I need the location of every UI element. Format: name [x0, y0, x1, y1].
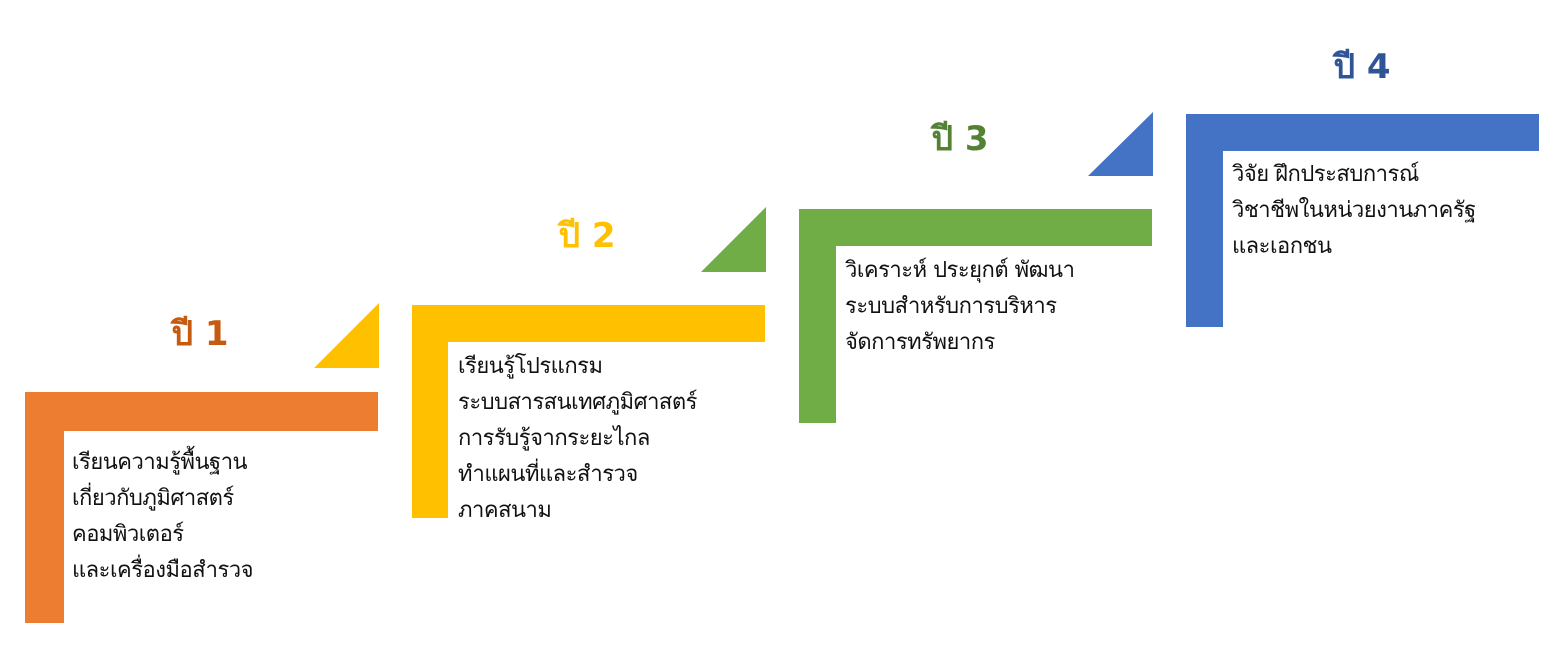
year-4-label: ปี 4 — [1333, 47, 1391, 87]
step-1-line: เรียนความรู้พื้นฐาน — [72, 450, 248, 475]
step-2-arrow-triangle — [701, 207, 766, 272]
step-1-line: เกี่ยวกับภูมิศาสตร์ — [72, 486, 234, 511]
step-3-line: จัดการทรัพยากร — [845, 330, 995, 355]
step-2-description: เรียนรู้โปรแกรม ระบบสารสนเทศภูมิศาสตร์ ก… — [458, 349, 697, 529]
step-1-arrow-triangle — [314, 303, 379, 368]
step-4-line: และเอกชน — [1232, 234, 1332, 259]
year-3-label: ปี 3 — [931, 119, 989, 159]
step-4-top-bar — [1186, 114, 1539, 151]
step-3-top-bar — [799, 209, 1152, 246]
step-4-side-bar — [1186, 114, 1223, 327]
step-1-top-bar — [25, 392, 378, 431]
step-2-side-bar — [412, 305, 448, 518]
step-1-description: เรียนความรู้พื้นฐาน เกี่ยวกับภูมิศาสตร์ … — [72, 445, 254, 589]
step-1-line: คอมพิวเตอร์ — [72, 522, 184, 547]
step-4-line: วิจัย ฝึกประสบการณ์ — [1232, 162, 1419, 187]
step-1-side-bar — [25, 392, 64, 623]
step-2-top-bar — [412, 305, 765, 342]
step-2-line: ทำแผนที่และสำรวจ — [458, 462, 638, 487]
step-4-description: วิจัย ฝึกประสบการณ์ วิชาชีพในหน่วยงานภาค… — [1232, 157, 1476, 265]
step-4-line: วิชาชีพในหน่วยงานภาครัฐ — [1232, 198, 1476, 223]
year-2-label: ปี 2 — [558, 216, 616, 256]
step-2-line: การรับรู้จากระยะไกล — [458, 426, 650, 451]
step-3-line: วิเคราะห์ ประยุกต์ พัฒนา — [845, 258, 1075, 283]
step-3-line: ระบบสำหรับการบริหาร — [845, 294, 1057, 319]
step-1-line: และเครื่องมือสำรวจ — [72, 558, 254, 583]
step-2-line: เรียนรู้โปรแกรม — [458, 354, 603, 379]
step-3-description: วิเคราะห์ ประยุกต์ พัฒนา ระบบสำหรับการบร… — [845, 253, 1075, 361]
step-2-line: ภาคสนาม — [458, 498, 552, 523]
step-2-line: ระบบสารสนเทศภูมิศาสตร์ — [458, 390, 697, 415]
year-1-label: ปี 1 — [171, 314, 229, 354]
step-3-side-bar — [799, 209, 836, 423]
step-3-arrow-triangle — [1088, 112, 1153, 176]
